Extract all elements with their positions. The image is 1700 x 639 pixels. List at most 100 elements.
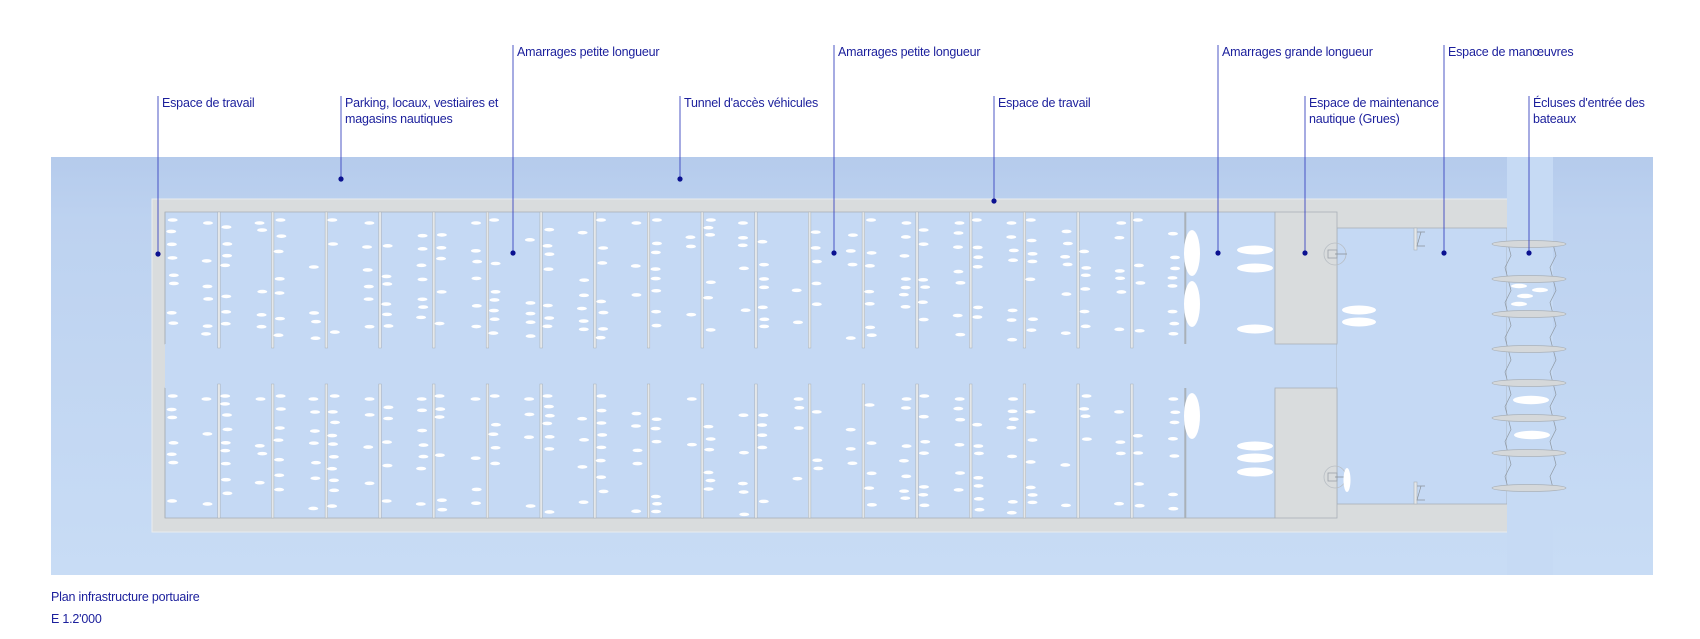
boat	[381, 302, 392, 306]
boat	[416, 466, 427, 471]
lock-wall	[1504, 452, 1512, 489]
boat	[953, 269, 964, 274]
boat	[202, 221, 213, 225]
label-line: Espace de maintenance	[1309, 96, 1439, 110]
boat	[220, 440, 231, 445]
boat	[971, 218, 982, 222]
boat	[308, 506, 319, 511]
boat	[274, 316, 285, 321]
boat	[364, 397, 375, 401]
boat	[1167, 436, 1178, 441]
boat	[578, 293, 589, 298]
pier	[915, 211, 919, 349]
boat	[1135, 281, 1146, 285]
boat	[792, 320, 803, 325]
boat	[254, 221, 265, 225]
boat	[1061, 229, 1072, 234]
boat	[471, 324, 482, 329]
lock-water	[1507, 157, 1553, 575]
boat	[275, 407, 286, 411]
boat	[632, 461, 643, 466]
boat	[1025, 460, 1036, 464]
boat	[705, 218, 716, 222]
boat	[1061, 292, 1072, 296]
boat	[168, 460, 179, 465]
boat	[381, 274, 392, 279]
boat	[220, 263, 231, 268]
label-line: magasins nautiques	[345, 112, 453, 126]
boat	[845, 336, 856, 340]
boat	[1511, 283, 1527, 289]
boat	[847, 461, 858, 466]
boat	[918, 485, 929, 489]
boat	[1081, 437, 1092, 441]
boat	[1007, 409, 1018, 414]
boat	[686, 312, 697, 317]
boat	[1007, 308, 1018, 313]
boat	[917, 300, 928, 304]
pier	[1022, 211, 1026, 349]
boat	[954, 221, 965, 225]
boat	[1079, 309, 1090, 314]
boat	[919, 503, 930, 508]
boat	[1007, 500, 1018, 504]
boat	[1342, 305, 1376, 315]
boat	[544, 447, 555, 451]
boat	[418, 454, 429, 459]
boat	[901, 221, 912, 225]
boat	[543, 267, 554, 271]
boat	[864, 486, 875, 490]
boat	[257, 289, 268, 294]
boat	[847, 262, 858, 267]
boat	[1025, 485, 1036, 490]
pier	[808, 211, 812, 349]
boat	[544, 413, 555, 418]
boat	[1167, 276, 1178, 280]
boat	[703, 424, 714, 429]
boat	[417, 247, 428, 251]
boat	[973, 497, 984, 501]
boat	[524, 412, 535, 417]
boat	[631, 411, 642, 416]
pier	[1130, 383, 1134, 519]
boat	[1169, 321, 1180, 326]
leader-dot	[1302, 250, 1308, 256]
boat	[1342, 317, 1376, 327]
boat	[918, 228, 929, 232]
boat	[757, 433, 768, 437]
boat	[631, 293, 642, 297]
boat	[1080, 287, 1091, 291]
boat	[595, 335, 606, 340]
boat	[472, 259, 483, 264]
pier	[861, 211, 865, 349]
boat	[651, 509, 662, 514]
boat	[630, 424, 641, 428]
boat	[597, 433, 608, 437]
boat	[737, 481, 748, 486]
boat	[1511, 301, 1527, 307]
boat	[329, 330, 340, 334]
boat	[383, 416, 394, 421]
boat	[471, 304, 482, 308]
boat	[543, 404, 554, 409]
label-line: Espace de travail	[998, 96, 1091, 110]
maintenance-block-south	[1274, 387, 1338, 519]
boat	[362, 245, 373, 249]
boat	[202, 324, 213, 328]
lock-wall	[1549, 382, 1557, 419]
label-espace-travail-2: Espace de travail	[998, 95, 1091, 111]
boat	[220, 461, 231, 466]
boat	[759, 285, 770, 290]
label-line: Tunnel d'accès véhicules	[684, 96, 819, 110]
boat	[973, 305, 984, 310]
boat	[740, 308, 751, 313]
boat	[417, 233, 428, 238]
boat	[202, 432, 213, 436]
pier	[593, 383, 597, 519]
boat	[650, 276, 661, 281]
large-boat	[1184, 230, 1200, 276]
boat	[309, 429, 320, 433]
boat	[329, 488, 340, 493]
boat	[364, 481, 375, 486]
